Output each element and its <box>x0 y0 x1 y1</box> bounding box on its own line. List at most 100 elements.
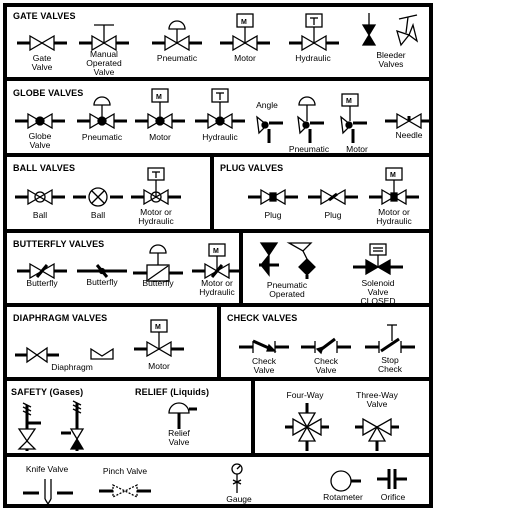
check-valves-title: CHECK VALVES <box>227 313 298 323</box>
motor-gate-valve-symbol: M <box>220 13 270 52</box>
check-valves-panel: CHECK VALVES Check Valve Check Valve Sto… <box>219 305 431 379</box>
diaphragm-valves-title: DIAPHRAGM VALVES <box>13 313 108 323</box>
motor-angle-valve-symbol: M <box>340 93 367 143</box>
plug-label-1: Plug <box>264 210 282 220</box>
diaphragm-valves-panel: DIAPHRAGM VALVES Diaphragm M Motor <box>5 305 219 379</box>
three-way-valve-label: Three-Way Valve <box>356 390 398 409</box>
plug-valve-symbol-1 <box>248 188 298 206</box>
motor-letter: M <box>390 172 396 179</box>
motor-hydraulic-ball-label: Motor or Hydraulic <box>138 207 174 226</box>
butterfly-valve-symbol-2 <box>77 264 127 278</box>
four-way-label: Four-Way <box>286 390 324 400</box>
motor-gate-label: Motor <box>234 53 256 63</box>
gate-valve-symbol <box>17 34 67 52</box>
motor-letter: M <box>241 19 247 26</box>
valve-symbol-chart: GATE VALVES Gate Valve Manual Operated V… <box>3 3 433 508</box>
relief-valve-label: Relief Valve <box>168 428 190 447</box>
manual-operated-gate-valve-symbol <box>79 24 129 52</box>
check-valve-symbol-2 <box>301 337 351 355</box>
pneumatic-angle-label: Pneumatic <box>288 144 330 154</box>
motor-hydraulic-plug-label: Motor or Hydraulic <box>376 207 412 226</box>
rotameter-label: Rotameter <box>323 492 363 502</box>
diaphragm-valve-symbol <box>15 346 59 364</box>
gauge-symbol <box>231 463 243 493</box>
hydraulic-globe-label: Hydraulic <box>202 132 238 142</box>
pneumatic-operated-label: Pneumatic Operated <box>266 280 308 299</box>
angle-globe-valve-symbol <box>256 115 283 143</box>
hydraulic-gate-valve-symbol <box>289 13 339 52</box>
motor-letter: M <box>346 98 352 105</box>
ball-valves-title: BALL VALVES <box>13 163 76 173</box>
motor-hydraulic-ball-valve-symbol <box>131 167 181 206</box>
relief-liquids-title: RELIEF (Liquids) <box>135 387 210 397</box>
ball-valves-panel: BALL VALVES Ball Ball Motor or Hydraulic <box>5 155 212 231</box>
bleeder-valves-symbol <box>361 13 419 47</box>
globe-valve-symbol <box>15 112 65 130</box>
three-way-valve-symbol <box>355 417 399 451</box>
motor-globe-valve-symbol: M <box>135 88 185 130</box>
check-valve-label-1: Check Valve <box>251 356 277 375</box>
hydraulic-gate-label: Hydraulic <box>295 53 331 63</box>
safety-valve-symbol-1 <box>17 402 41 451</box>
motor-diaphragm-valve-symbol: M <box>134 319 184 358</box>
check-valve-symbol-1 <box>239 339 289 353</box>
pinch-valve-symbol <box>99 483 151 499</box>
four-way-valve-symbol <box>285 403 329 451</box>
plug-valves-title: PLUG VALVES <box>220 163 284 173</box>
ball-valve-symbol-1 <box>15 188 65 206</box>
pinch-valve-label: Pinch Valve <box>102 466 148 476</box>
safety-valve-symbol-2 <box>61 400 85 451</box>
motor-angle-label: Motor <box>346 144 368 154</box>
plug-label-2: Plug <box>324 210 342 220</box>
pneumatic-operated-valve-symbol <box>259 242 316 279</box>
solenoid-valve-closed-symbol <box>353 243 403 276</box>
ball-valve-symbol-2 <box>73 187 123 207</box>
motor-hydraulic-butterfly-valve-symbol: M <box>192 243 242 280</box>
check-valve-label-2: Check Valve <box>313 356 339 375</box>
plug-valves-panel: PLUG VALVES Plug Plug M Motor or Hydraul… <box>212 155 431 231</box>
orifice-symbol <box>377 469 407 489</box>
motor-hydraulic-plug-valve-symbol: M <box>369 167 419 206</box>
safety-relief-panel: SAFETY (Gases) RELIEF (Liquids) Relief V… <box>5 379 253 455</box>
relief-valve-symbol <box>168 402 197 429</box>
stop-check-label: Stop Check <box>377 355 403 374</box>
knife-valve-symbol <box>23 479 73 506</box>
plug-valve-symbol-2 <box>308 188 358 206</box>
butterfly-label-2: Butterfly <box>86 277 118 287</box>
gate-valve-label: Gate Valve <box>31 53 53 72</box>
motor-letter: M <box>155 324 161 331</box>
pneumatic-gate-label: Pneumatic <box>156 53 198 63</box>
ball-label-2: Ball <box>90 210 106 220</box>
orifice-label: Orifice <box>380 492 406 502</box>
pneumatic-butterfly-valve-symbol <box>133 244 183 282</box>
gauge-label: Gauge <box>226 494 252 504</box>
butterfly-valves-title: BUTTERFLY VALVES <box>13 239 105 249</box>
diaphragm-label: Diaphragm <box>51 362 93 372</box>
butterfly-valve-symbol-1 <box>17 262 67 280</box>
pneumatic-gate-valve-symbol <box>152 20 202 52</box>
motor-globe-label: Motor <box>149 132 171 142</box>
hydraulic-globe-valve-symbol <box>195 88 245 130</box>
pneumatic-angle-valve-symbol <box>297 96 324 143</box>
bleeder-valves-label: Bleeder Valves <box>376 50 406 69</box>
motor-diaphragm-label: Motor <box>148 361 170 371</box>
gate-valves-panel: GATE VALVES Gate Valve Manual Operated V… <box>5 5 431 79</box>
butterfly-label-1: Butterfly <box>26 278 58 288</box>
motor-letter: M <box>156 94 162 101</box>
ball-label-1: Ball <box>32 210 48 220</box>
motor-letter: M <box>213 248 219 255</box>
pneumatic-globe-label: Pneumatic <box>81 132 123 142</box>
rotameter-symbol <box>330 470 361 492</box>
stop-check-valve-symbol <box>365 324 415 353</box>
pneumatic-solenoid-panel: Pneumatic Operated Solenoid Valve CLOSED <box>241 231 431 306</box>
butterfly-label-3: Butterfly <box>142 278 174 288</box>
globe-valves-title: GLOBE VALVES <box>13 88 84 98</box>
globe-valve-label: Globe Valve <box>28 131 52 150</box>
misc-valves-panel: Knife Valve Pinch Valve Gauge Rotameter … <box>5 455 431 506</box>
knife-valve-label: Knife Valve <box>25 464 69 474</box>
pneumatic-globe-valve-symbol <box>77 96 127 130</box>
motor-hydraulic-butterfly-label: Motor or Hydraulic <box>199 278 235 297</box>
angle-globe-label: Angle <box>256 100 278 110</box>
gate-valves-title: GATE VALVES <box>13 11 76 21</box>
globe-valves-panel: GLOBE VALVES Globe Valve Pneumatic M Mot… <box>5 79 433 155</box>
